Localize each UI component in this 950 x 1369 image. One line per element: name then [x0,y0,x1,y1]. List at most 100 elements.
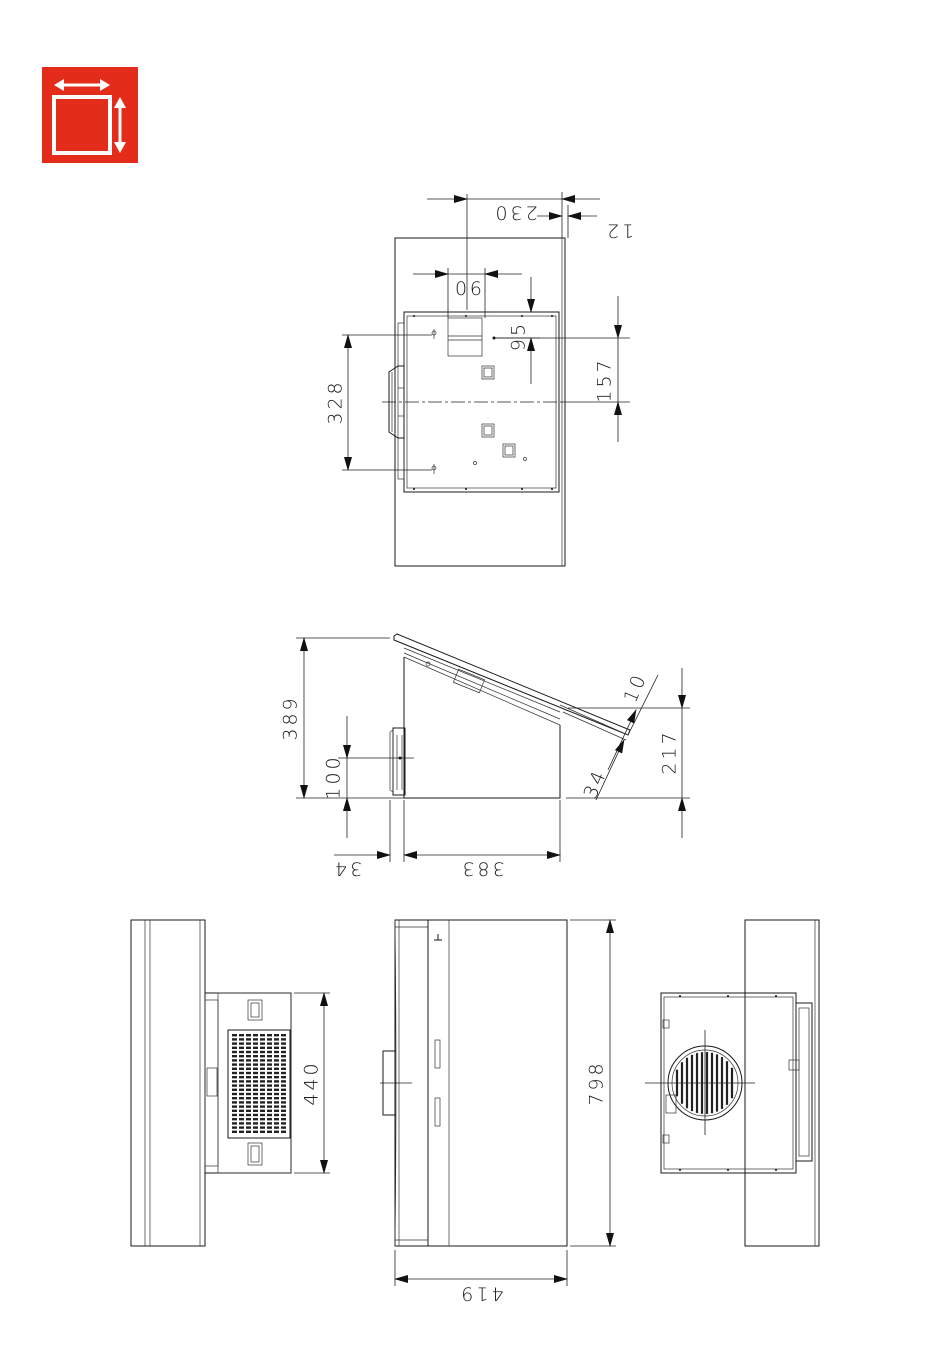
dim-12-label: 12 [604,220,634,242]
grille-slot [267,1034,272,1036]
grille-slot [260,1097,265,1099]
grille-slot [253,1126,258,1128]
grille-slot [239,1080,244,1082]
grille-slot [267,1101,272,1103]
dim-10-label: 10 [620,670,652,706]
grille-slot [267,1047,272,1049]
grille-slot [246,1101,251,1103]
grille-slot [246,1034,251,1036]
grille-slot [267,1097,272,1099]
grille-slot [267,1114,272,1116]
grille-slot [239,1093,244,1095]
dim-95-label: 95 [508,321,530,351]
left-end-grille-slots [232,1034,286,1133]
grille-slot [281,1093,286,1095]
grille-slot [246,1105,251,1107]
grille-slot [246,1080,251,1082]
grille-slot [274,1089,279,1091]
grille-slot [246,1063,251,1065]
grille-slot [274,1051,279,1053]
grille-slot [274,1072,279,1074]
grille-slot [232,1076,237,1078]
grille-slot [281,1042,286,1044]
grille-slot [246,1076,251,1078]
grille-slot [274,1093,279,1095]
dim-34-bottom-label: 34 [332,858,362,880]
grille-slot [274,1047,279,1049]
grille-slot [253,1051,258,1053]
grille-slot [253,1114,258,1116]
grille-slot [246,1042,251,1044]
grille-slot [260,1063,265,1065]
grille-slot [281,1114,286,1116]
side-view-glass [394,634,630,735]
grille-slot [267,1042,272,1044]
grille-slot [260,1131,265,1133]
grille-slot [232,1034,237,1036]
grille-slot [253,1089,258,1091]
grille-slot [274,1118,279,1120]
grille-slot [232,1038,237,1040]
grille-slot [281,1126,286,1128]
grille-slot [267,1059,272,1061]
grille-slot [260,1093,265,1095]
grille-slot [246,1084,251,1086]
grille-slot [232,1042,237,1044]
grille-slot [246,1122,251,1124]
grille-slot [281,1089,286,1091]
grille-slot [246,1097,251,1099]
grille-slot [246,1114,251,1116]
grille-slot [267,1105,272,1107]
grille-slot [239,1038,244,1040]
grille-slot [253,1101,258,1103]
dim-798-label: 798 [586,1060,608,1105]
grille-slot [274,1038,279,1040]
grille-slot [260,1126,265,1128]
grille-slot [274,1105,279,1107]
grille-slot [232,1084,237,1086]
grille-slot [253,1093,258,1095]
grille-slot [239,1047,244,1049]
grille-slot [246,1072,251,1074]
left-end-grille [228,1030,290,1138]
grille-slot [274,1110,279,1112]
grille-slot [239,1126,244,1128]
grille-slot [232,1055,237,1057]
left-end-wall-panel [131,920,205,1246]
grille-slot [260,1059,265,1061]
grille-slot [232,1068,237,1070]
grille-slot [274,1063,279,1065]
grille-slot [246,1038,251,1040]
grille-slot [232,1118,237,1120]
grille-slot [253,1105,258,1107]
grille-slot [281,1105,286,1107]
grille-slot [239,1110,244,1112]
grille-slot [274,1126,279,1128]
grille-slot [267,1055,272,1057]
dimensions-icon [42,67,138,163]
grille-slot [274,1084,279,1086]
grille-slot [253,1063,258,1065]
grille-slot [239,1097,244,1099]
grille-slot [274,1059,279,1061]
grille-slot [267,1118,272,1120]
grille-slot [246,1118,251,1120]
grille-slot [246,1110,251,1112]
grille-slot [281,1034,286,1036]
grille-slot [267,1080,272,1082]
dim-440-label: 440 [301,1060,323,1105]
dim-328-label: 328 [325,379,347,424]
grille-slot [267,1126,272,1128]
dim-389-label: 389 [280,695,302,740]
dim-90-label: 90 [452,277,482,299]
grille-slot [260,1076,265,1078]
grille-slot [239,1055,244,1057]
grille-slot [260,1118,265,1120]
grille-slot [239,1122,244,1124]
grille-slot [260,1114,265,1116]
grille-slot [232,1101,237,1103]
grille-slot [239,1114,244,1116]
grille-slot [239,1059,244,1061]
grille-slot [274,1101,279,1103]
grille-slot [267,1131,272,1133]
